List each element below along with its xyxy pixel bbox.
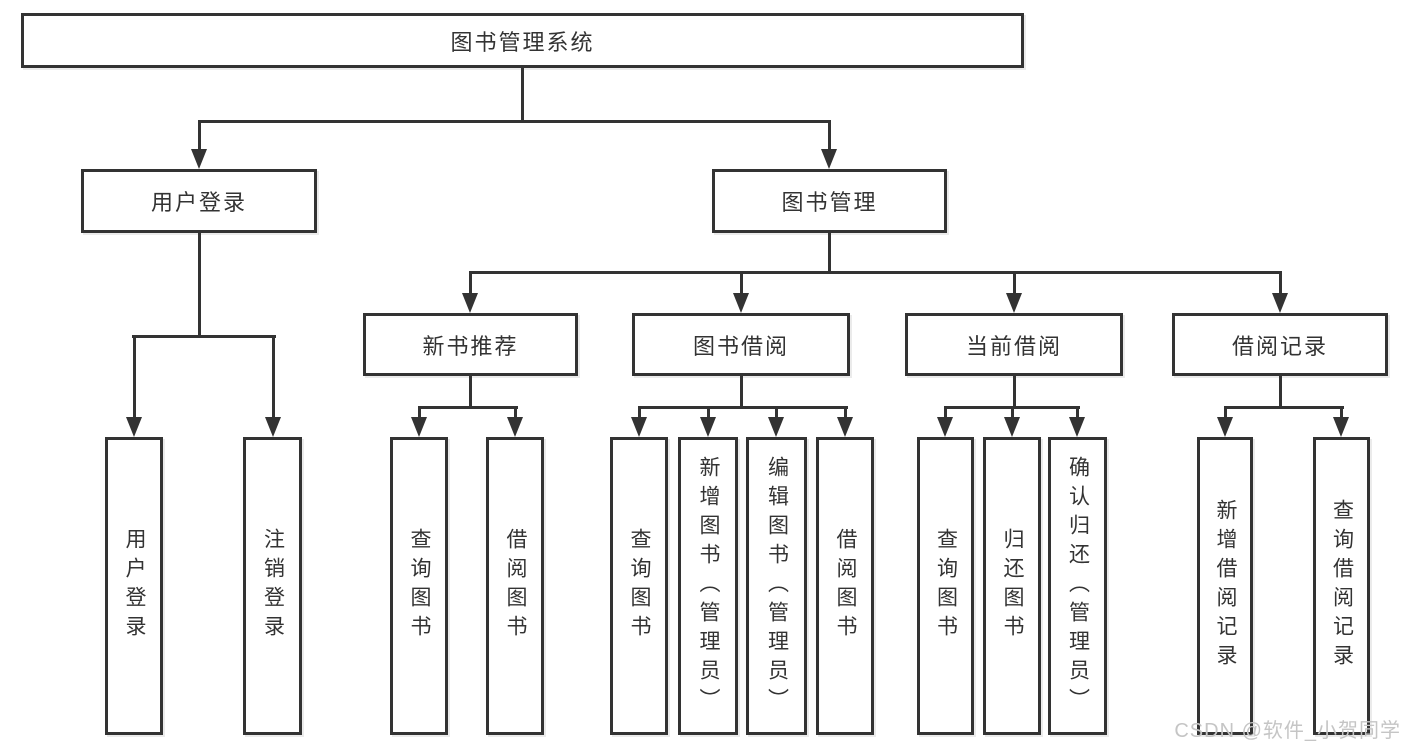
line [1013,376,1016,409]
line [521,68,524,122]
line [740,271,743,296]
arrowhead-down [462,293,478,313]
arrowhead-down [1006,293,1022,313]
leaf-borrow-borrow-books: 借阅图书 [816,437,874,735]
line [514,406,517,420]
line [1011,406,1014,420]
line [469,271,472,296]
arrowhead-down [126,417,142,437]
node-current-borrow: 当前借阅 [905,313,1123,376]
line [828,120,831,152]
arrowhead-down [821,149,837,169]
leaf-newbook-borrow-books: 借阅图书 [486,437,544,735]
line [1279,271,1282,296]
line [198,233,201,338]
arrowhead-down [837,417,853,437]
leaf-logout: 注销登录 [243,437,302,735]
arrowhead-down [937,417,953,437]
line [844,406,847,420]
node-root: 图书管理系统 [21,13,1024,68]
line [828,233,831,274]
arrowhead-down [1004,417,1020,437]
arrowhead-down [1217,417,1233,437]
arrowhead-down [631,417,647,437]
leaf-borrow-add-books-admin: 新增图书（管理员） [678,437,738,735]
csdn-watermark: CSDN @软件_小贺同学 [1174,720,1401,742]
line [469,376,472,409]
line [1013,271,1016,296]
line [132,335,276,338]
line [740,376,743,409]
arrowhead-down [1333,417,1349,437]
arrowhead-down [265,417,281,437]
node-borrow-record: 借阅记录 [1172,313,1388,376]
leaf-record-add-borrow-record: 新增借阅记录 [1197,437,1253,735]
line [418,406,518,409]
arrowhead-down [1272,293,1288,313]
node-book-mgmt: 图书管理 [712,169,947,233]
line [469,271,1282,274]
line [133,335,136,420]
node-user-login: 用户登录 [81,169,317,233]
line [944,406,947,420]
leaf-newbook-query-books: 查询图书 [390,437,448,735]
line [418,406,421,420]
line [707,406,710,420]
arrowhead-down [191,149,207,169]
arrowhead-down [733,293,749,313]
line [198,120,831,123]
line [272,335,275,420]
line [1279,376,1282,409]
leaf-record-query-borrow-record: 查询借阅记录 [1313,437,1370,735]
arrowhead-down [1069,417,1085,437]
arrowhead-down [507,417,523,437]
line [638,406,641,420]
line [775,406,778,420]
leaf-current-confirm-return-admin: 确认归还（管理员） [1048,437,1107,735]
line [1224,406,1227,420]
leaf-borrow-edit-books-admin: 编辑图书（管理员） [746,437,807,735]
leaf-current-query-books: 查询图书 [917,437,974,735]
line [638,406,848,409]
line [1340,406,1343,420]
node-book-borrow: 图书借阅 [632,313,850,376]
leaf-user-login: 用户登录 [105,437,163,735]
node-new-book-rec: 新书推荐 [363,313,578,376]
line [1076,406,1079,420]
leaf-current-return-books: 归还图书 [983,437,1041,735]
arrowhead-down [700,417,716,437]
line [1224,406,1344,409]
leaf-borrow-query-books: 查询图书 [610,437,668,735]
line [198,120,201,152]
arrowhead-down [768,417,784,437]
arrowhead-down [411,417,427,437]
